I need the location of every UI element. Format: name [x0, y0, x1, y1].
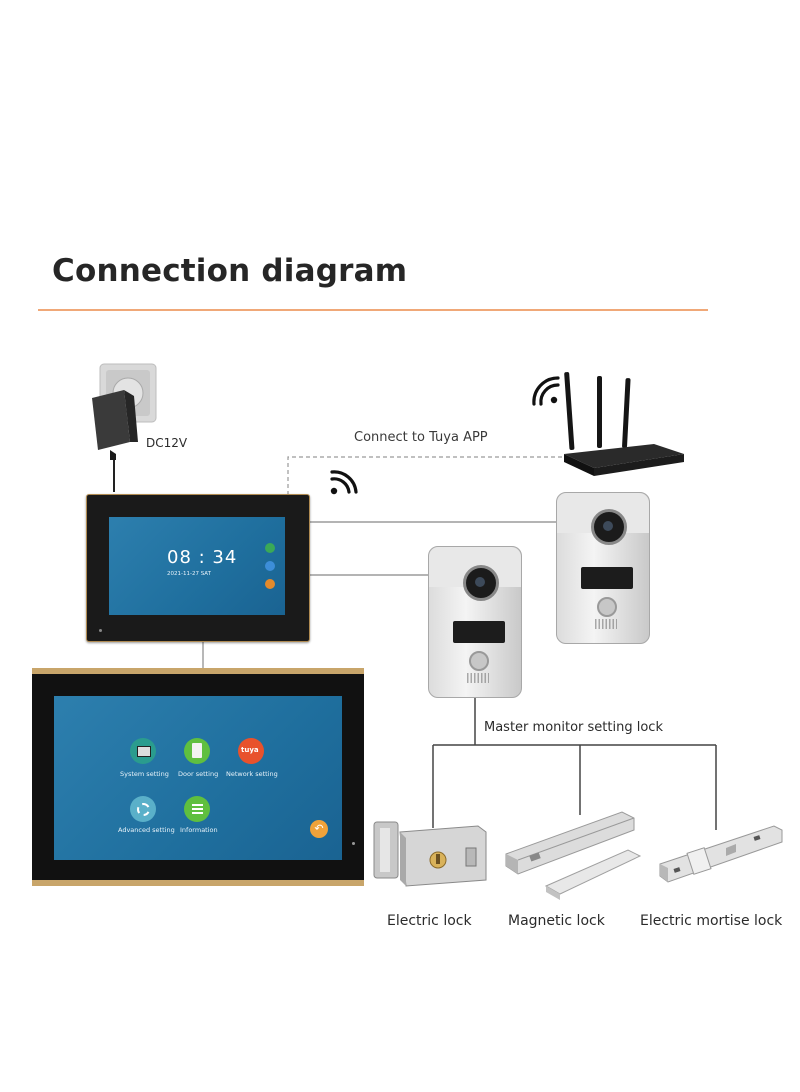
- mortise-lock-icon: [659, 825, 783, 883]
- network-setting-icon[interactable]: tuya: [238, 738, 264, 764]
- wifi-icon: [330, 470, 358, 495]
- monitor-screen: 08 : 34 2021-11-27 SAT: [109, 517, 285, 615]
- call-button-icon-2: [597, 597, 617, 617]
- tuya-label: Connect to Tuya APP: [354, 430, 488, 445]
- indicator-dot-large: [352, 842, 355, 845]
- magnetic-lock-label: Magnetic lock: [508, 913, 605, 929]
- large-monitor-bezel: System setting Door setting tuya Network…: [32, 674, 364, 880]
- page-title: Connection diagram: [52, 253, 408, 289]
- router-icon: [564, 372, 684, 476]
- magnetic-lock-icon: [505, 811, 642, 900]
- electric-lock-label: Electric lock: [387, 913, 472, 929]
- call-icon: [265, 543, 275, 553]
- door-station-2: [556, 492, 650, 644]
- speaker-grille-2: [595, 619, 617, 629]
- large-monitor-frame: System setting Door setting tuya Network…: [32, 668, 364, 886]
- door-station-1: [428, 546, 522, 698]
- power-label: DC12V: [146, 436, 188, 450]
- mortise-lock-label: Electric mortise lock: [640, 913, 783, 929]
- indoor-monitor: 08 : 34 2021-11-27 SAT: [86, 494, 310, 642]
- app-label-network: Network setting: [226, 770, 278, 778]
- app-label-door: Door setting: [178, 770, 219, 778]
- app-label-system: System setting: [120, 770, 169, 778]
- router-wifi-icon: [532, 376, 560, 406]
- clock-date: 2021-11-27 SAT: [167, 571, 211, 577]
- speaker-grille: [467, 673, 489, 683]
- indicator-dot: [99, 629, 102, 632]
- camera-lens-icon: [463, 565, 499, 601]
- ir-sensor-panel: [453, 621, 505, 643]
- message-icon: [265, 561, 275, 571]
- information-icon[interactable]: [184, 796, 210, 822]
- large-monitor-screen: System setting Door setting tuya Network…: [54, 696, 342, 860]
- master-lock-label: Master monitor setting lock: [484, 720, 663, 735]
- app-label-advanced: Advanced setting: [118, 826, 175, 834]
- advanced-setting-icon[interactable]: [130, 796, 156, 822]
- clock-time: 08 : 34: [167, 547, 238, 568]
- back-icon[interactable]: ↶: [310, 820, 328, 838]
- call-button-icon: [469, 651, 489, 671]
- electric-lock-icon: [373, 821, 487, 887]
- ir-sensor-panel-2: [581, 567, 633, 589]
- camera-lens-icon-2: [591, 509, 627, 545]
- app-label-information: Information: [180, 826, 218, 834]
- power-adapter-icon: [92, 363, 157, 460]
- person-icon: [265, 579, 275, 589]
- title-divider: [38, 309, 708, 311]
- system-setting-icon[interactable]: [130, 738, 156, 764]
- door-setting-icon[interactable]: [184, 738, 210, 764]
